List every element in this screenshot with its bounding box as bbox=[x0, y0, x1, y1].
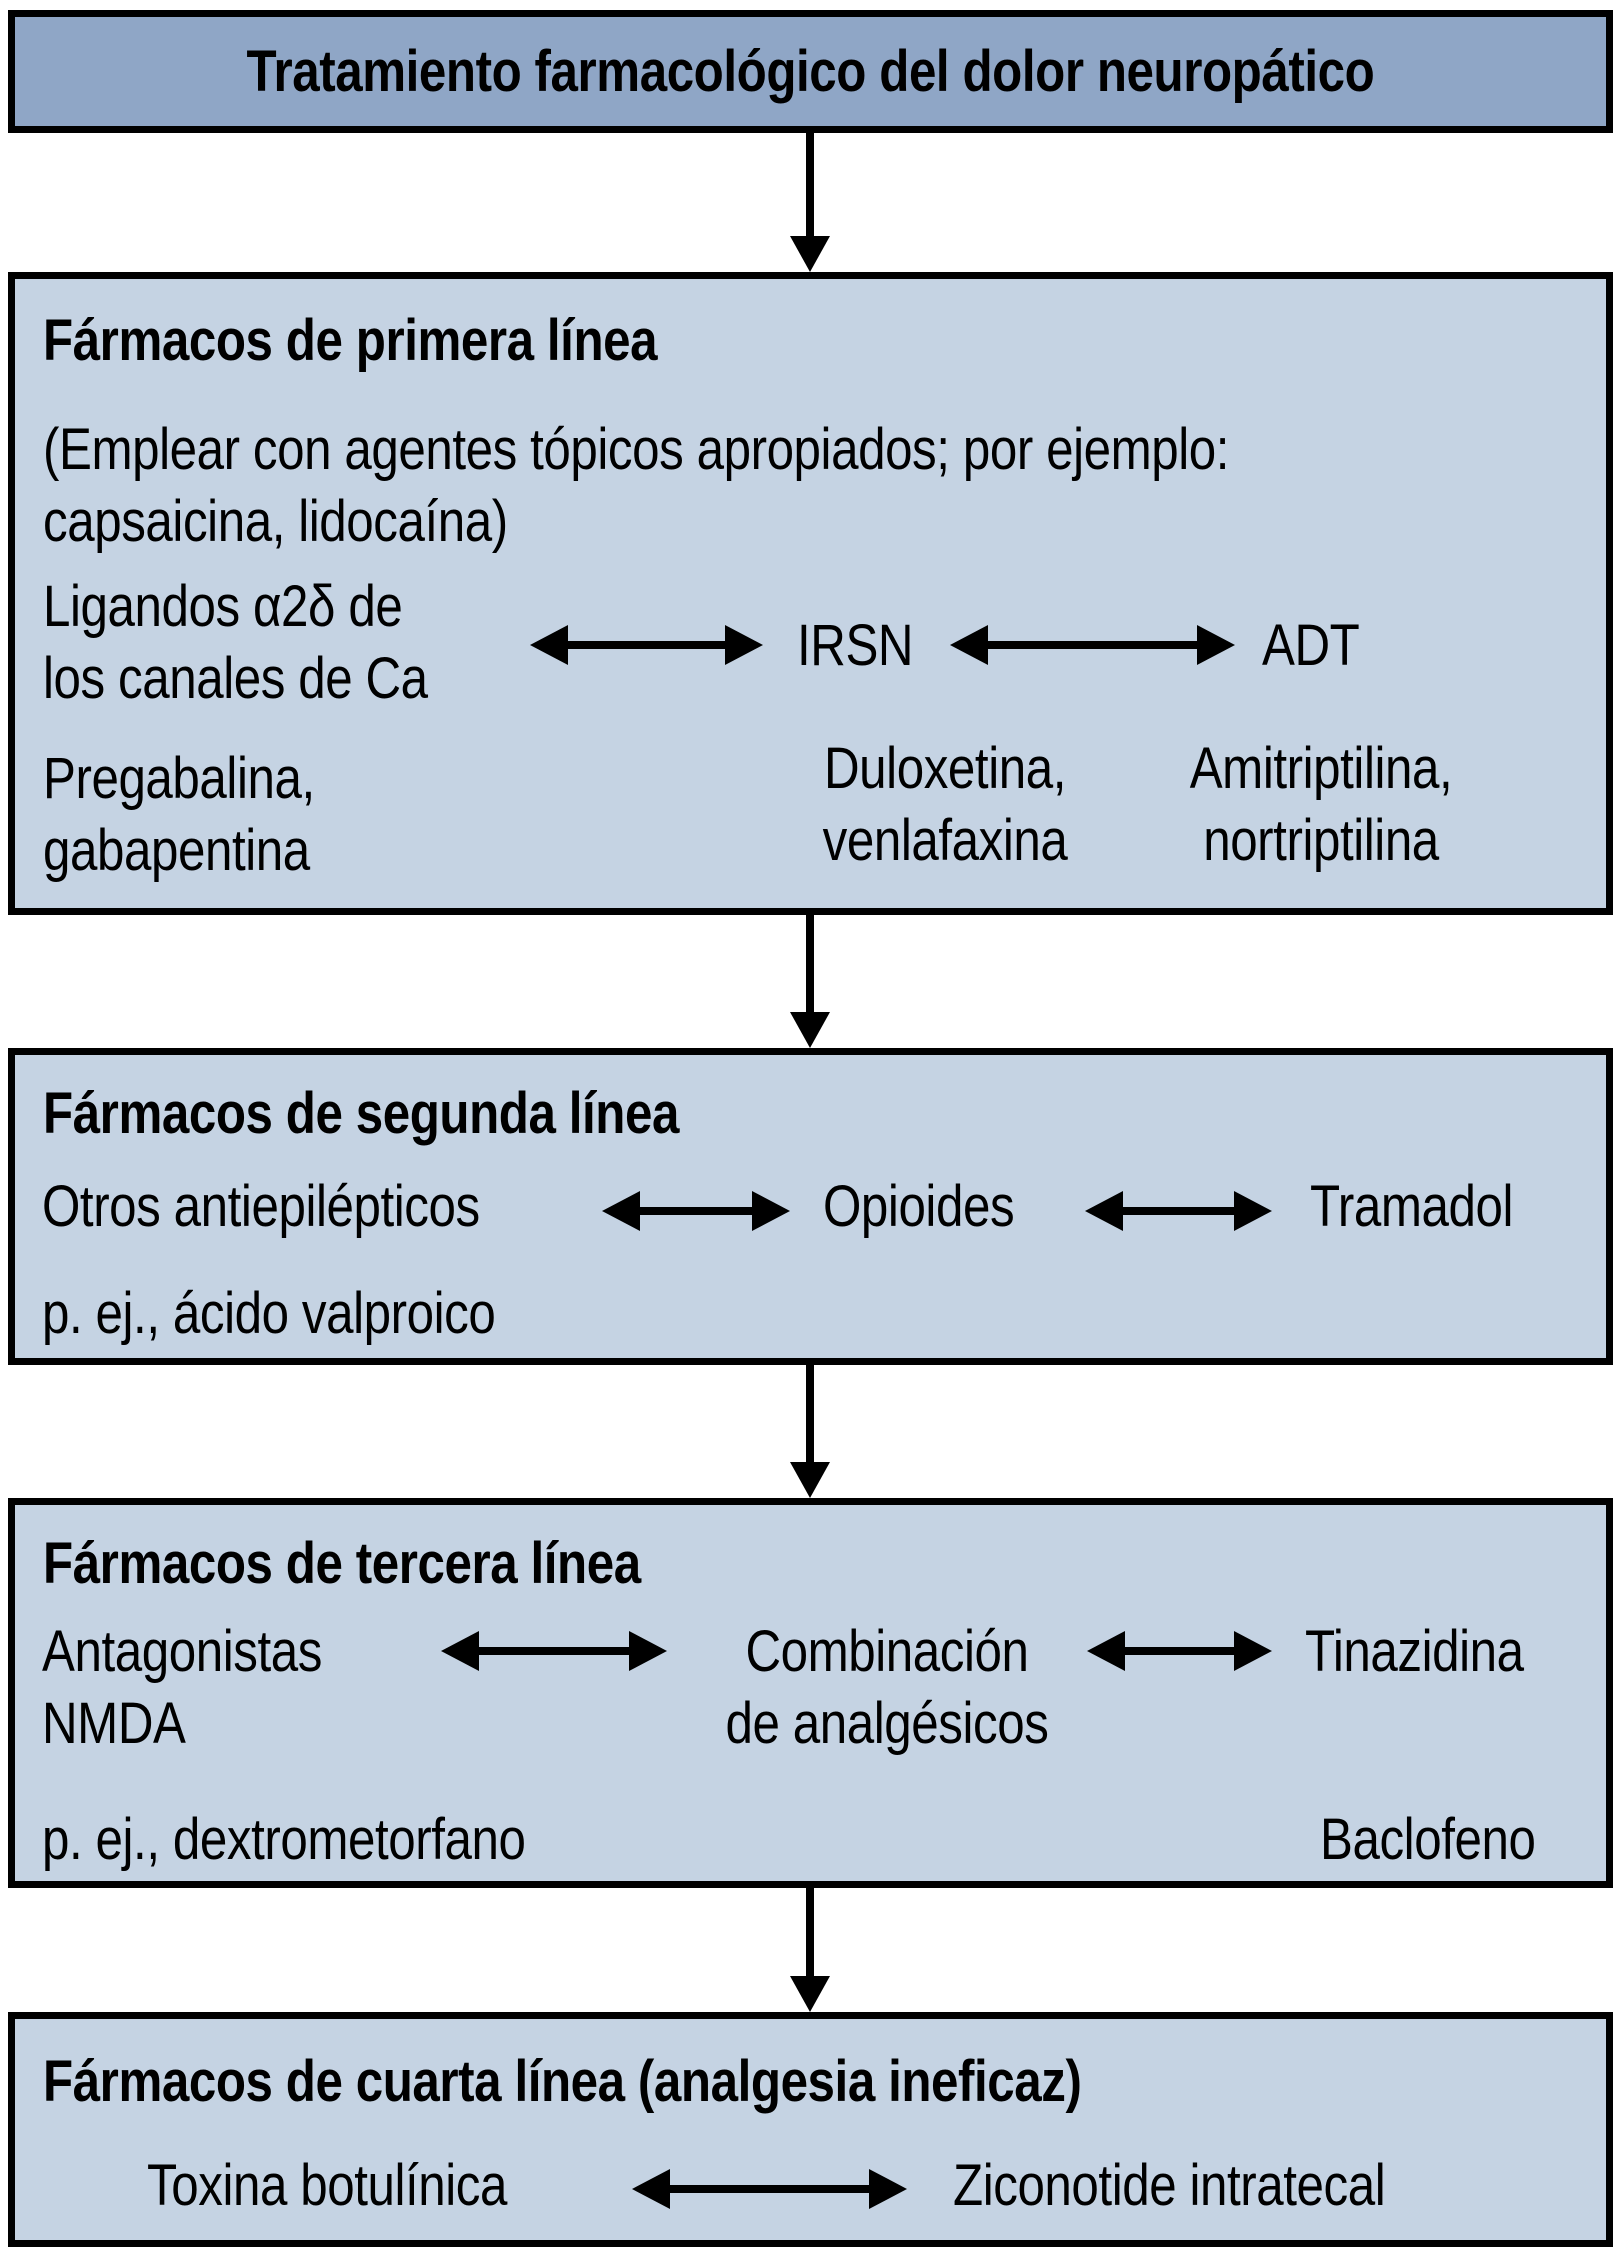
arrow-shaft bbox=[1121, 1647, 1238, 1655]
arrow-left-head bbox=[1087, 1631, 1125, 1671]
bidirectional-arrow-icon bbox=[1085, 1191, 1272, 1231]
box4-ziconotide: Ziconotide intratecal bbox=[953, 2153, 1386, 2218]
arrow-shaft bbox=[666, 2185, 873, 2193]
box2-opioides: Opioides bbox=[823, 1174, 1015, 1239]
arrow-right-head bbox=[725, 625, 763, 665]
down-arrow-shaft bbox=[806, 1888, 814, 1978]
box1-note: (Emplear con agentes tópicos apropiados;… bbox=[43, 417, 1230, 554]
header-box: Tratamiento farmacológico del dolor neur… bbox=[8, 10, 1613, 133]
down-arrow-head bbox=[790, 236, 830, 272]
box3-title: Fármacos de tercera línea bbox=[43, 1531, 641, 1596]
down-arrow-head bbox=[790, 1012, 830, 1048]
down-arrow-shaft bbox=[806, 915, 814, 1014]
arrow-right-head bbox=[752, 1191, 790, 1231]
arrow-left-head bbox=[441, 1631, 479, 1671]
box1-drugs-ligands: Pregabalina, gabapentina bbox=[43, 746, 315, 883]
down-arrow-head bbox=[790, 1976, 830, 2012]
arrow-left-head bbox=[602, 1191, 640, 1231]
arrow-right-head bbox=[1234, 1631, 1272, 1671]
down-arrow-head bbox=[790, 1462, 830, 1498]
box1-drugs-adt: Amitriptilina, nortriptilina bbox=[1189, 736, 1453, 873]
arrow-right-head bbox=[869, 2169, 907, 2209]
arrow-left-head bbox=[1085, 1191, 1123, 1231]
box1-class-irsn: IRSN bbox=[797, 613, 914, 678]
down-arrow-1 bbox=[789, 133, 831, 272]
arrow-right-head bbox=[629, 1631, 667, 1671]
arrow-right-head bbox=[1234, 1191, 1272, 1231]
down-arrow-3 bbox=[789, 1365, 831, 1498]
arrow-shaft bbox=[984, 641, 1201, 649]
arrow-shaft bbox=[475, 1647, 633, 1655]
arrow-left-head bbox=[950, 625, 988, 665]
arrow-left-head bbox=[632, 2169, 670, 2209]
box2-title: Fármacos de segunda línea bbox=[43, 1081, 679, 1146]
box-cuarta-linea: Fármacos de cuarta línea (analgesia inef… bbox=[8, 2012, 1613, 2247]
box3-example-right: Baclofeno bbox=[1320, 1807, 1536, 1872]
box2-tramadol: Tramadol bbox=[1310, 1174, 1514, 1239]
arrow-shaft bbox=[636, 1207, 756, 1215]
arrow-right-head bbox=[1197, 625, 1235, 665]
box1-class-adt: ADT bbox=[1262, 613, 1360, 678]
bidirectional-arrow-icon bbox=[530, 625, 763, 665]
box1-drugs-irsn: Duloxetina, venlafaxina bbox=[822, 736, 1068, 873]
box3-combinacion: Combinación de analgésicos bbox=[725, 1619, 1049, 1756]
box4-title: Fármacos de cuarta línea (analgesia inef… bbox=[43, 2049, 1082, 2114]
bidirectional-arrow-icon bbox=[632, 2169, 907, 2209]
box-tercera-linea: Fármacos de tercera línea Antagonistas N… bbox=[8, 1498, 1613, 1888]
arrow-shaft bbox=[1119, 1207, 1238, 1215]
box1-class-ligands: Ligandos α2δ de los canales de Ca bbox=[43, 574, 428, 711]
box2-example: p. ej., ácido valproico bbox=[42, 1281, 496, 1346]
down-arrow-shaft bbox=[806, 133, 814, 238]
bidirectional-arrow-icon bbox=[1087, 1631, 1272, 1671]
box-primera-linea: Fármacos de primera línea (Emplear con a… bbox=[8, 272, 1613, 915]
box3-example-left: p. ej., dextrometorfano bbox=[42, 1807, 526, 1872]
arrow-shaft bbox=[564, 641, 729, 649]
box3-antagonistas-nmda: Antagonistas NMDA bbox=[42, 1619, 322, 1756]
box-segunda-linea: Fármacos de segunda línea Otros antiepil… bbox=[8, 1048, 1613, 1365]
down-arrow-shaft bbox=[806, 1365, 814, 1464]
box2-antiepilepticos: Otros antiepilépticos bbox=[42, 1174, 480, 1239]
down-arrow-4 bbox=[789, 1888, 831, 2012]
flowchart-title: Tratamiento farmacológico del dolor neur… bbox=[246, 39, 1375, 104]
arrow-left-head bbox=[530, 625, 568, 665]
bidirectional-arrow-icon bbox=[441, 1631, 667, 1671]
bidirectional-arrow-icon bbox=[950, 625, 1235, 665]
box1-title: Fármacos de primera línea bbox=[43, 308, 658, 373]
box4-toxina-botulinica: Toxina botulínica bbox=[147, 2153, 508, 2218]
down-arrow-2 bbox=[789, 915, 831, 1048]
bidirectional-arrow-icon bbox=[602, 1191, 790, 1231]
box3-tinazidina: Tinazidina bbox=[1305, 1619, 1524, 1684]
